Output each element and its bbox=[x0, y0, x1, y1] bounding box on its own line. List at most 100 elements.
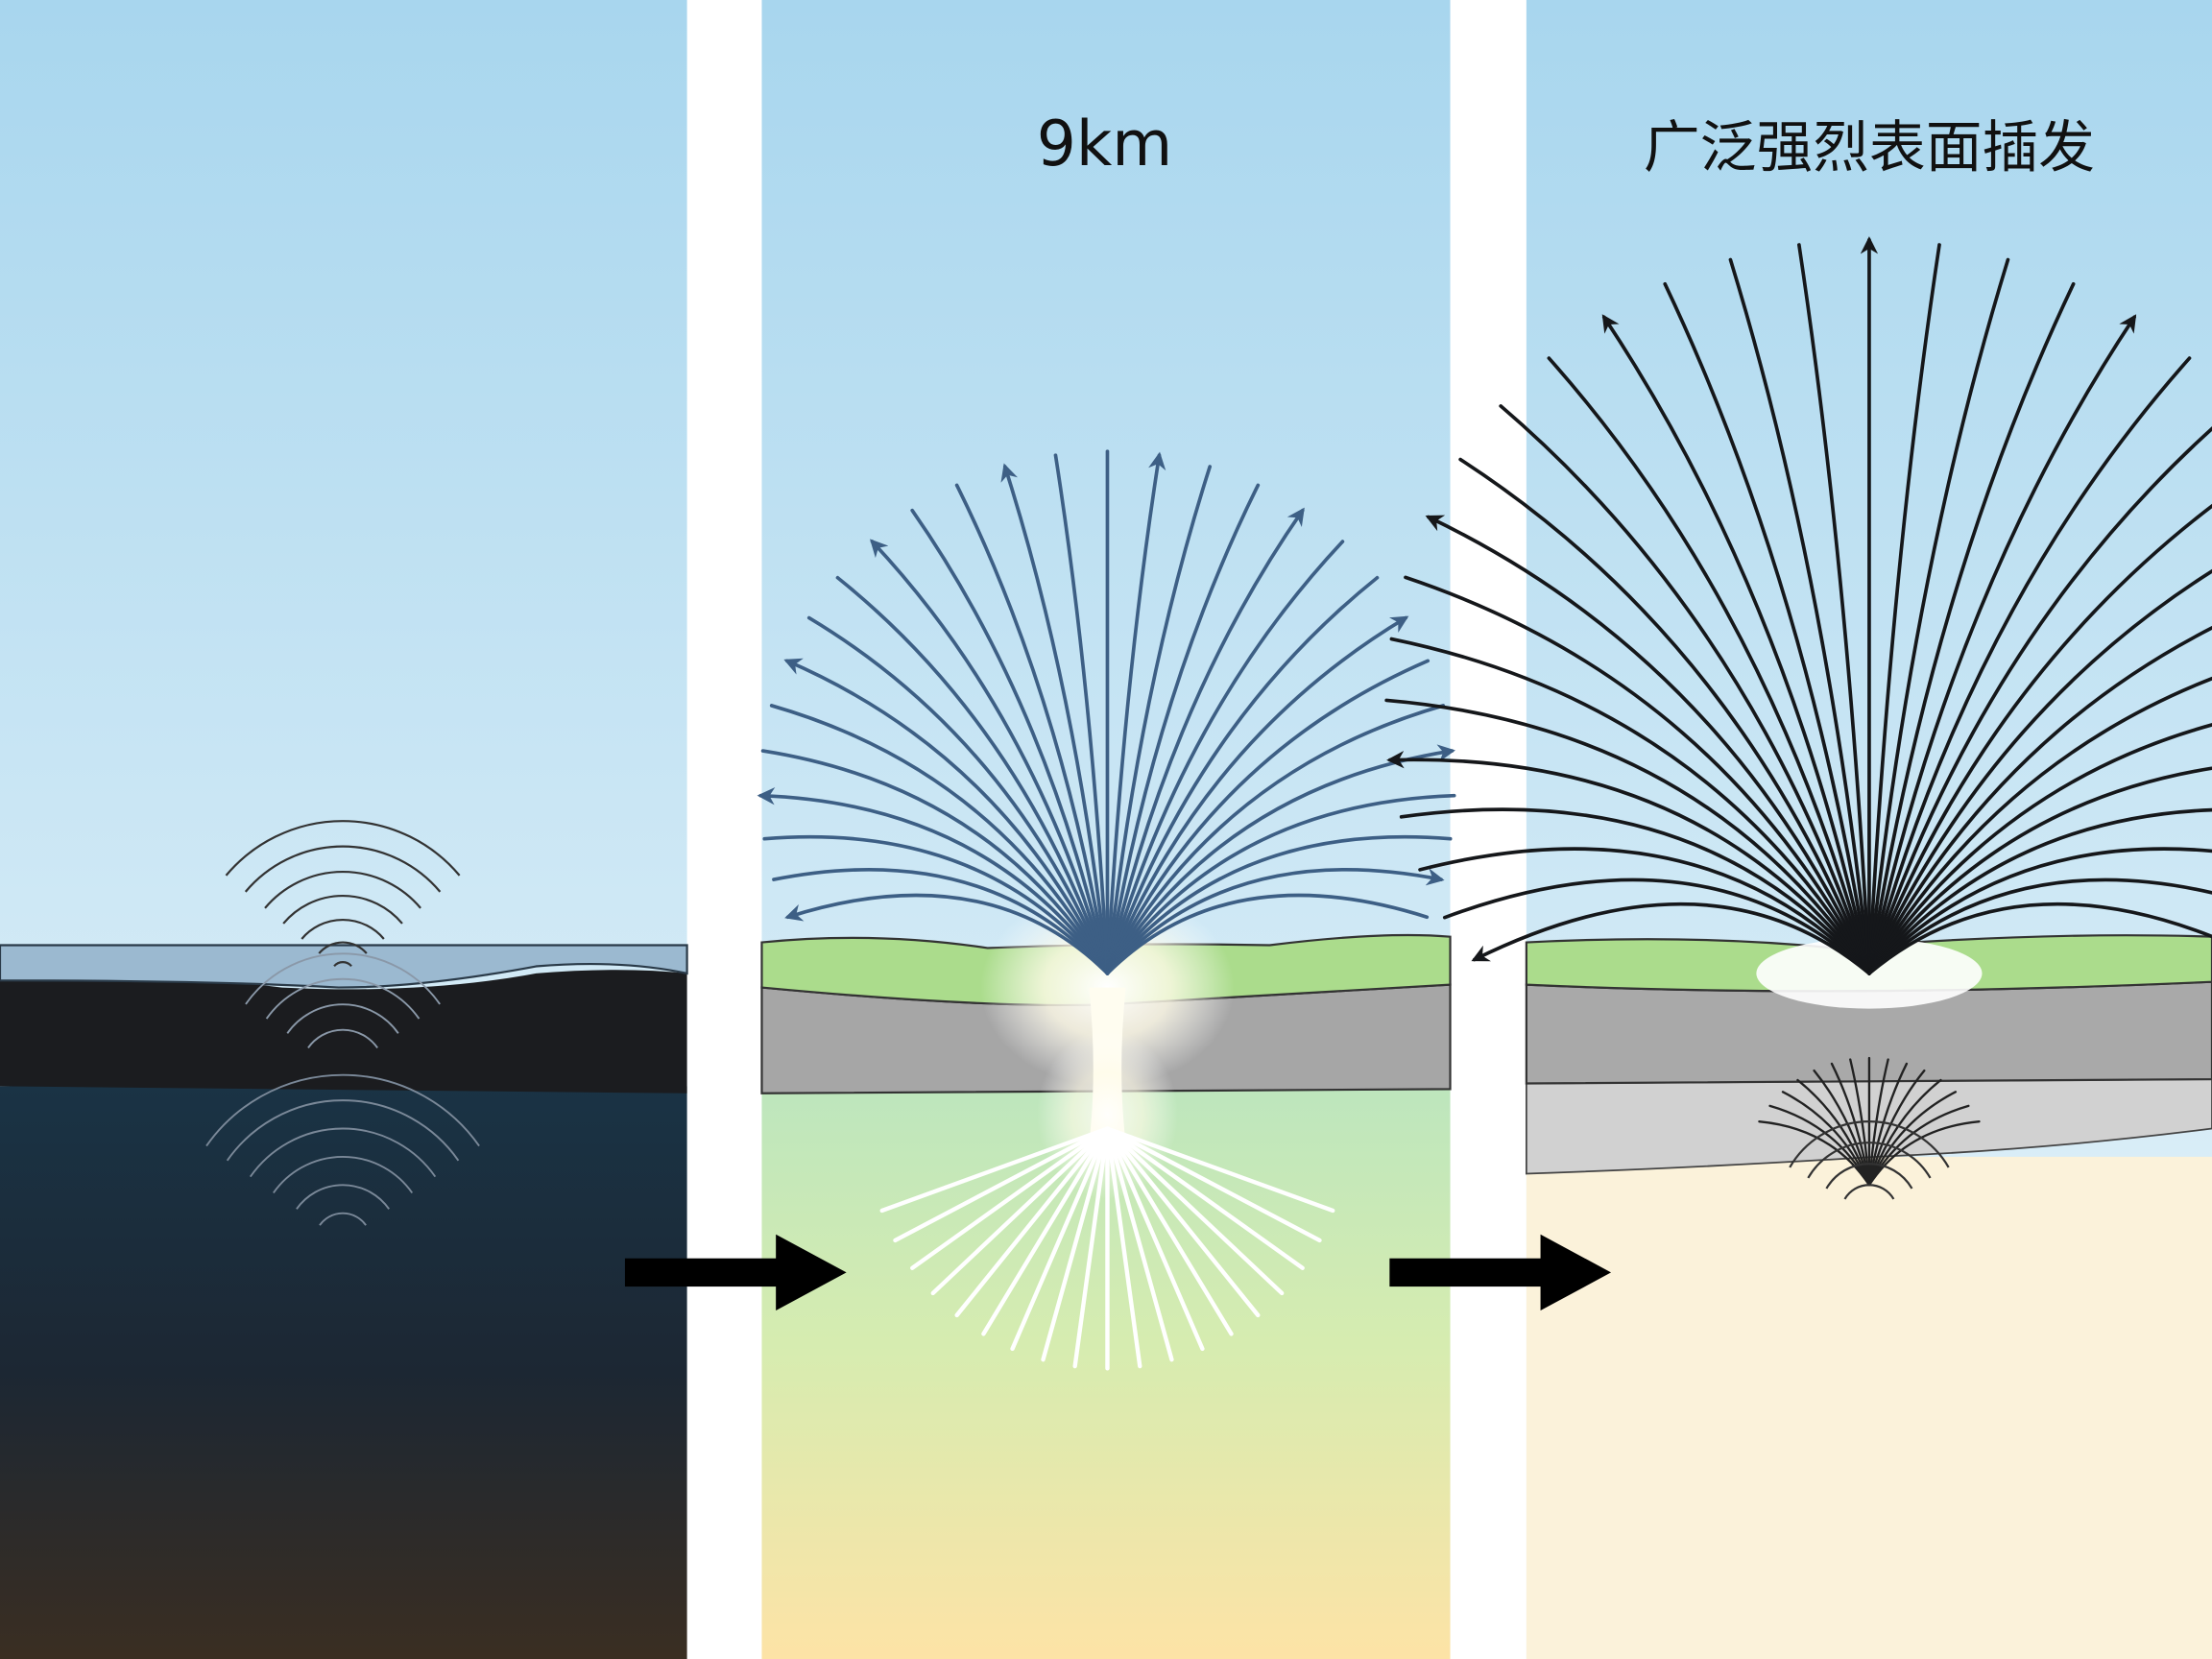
ray bbox=[1867, 676, 2212, 975]
ray bbox=[806, 615, 1110, 975]
ray bbox=[1547, 356, 1871, 975]
ray bbox=[1758, 1119, 1871, 1187]
ray bbox=[1663, 281, 1871, 975]
label-9km: 9km bbox=[1037, 108, 1173, 180]
label-surface-eruption: 广泛强烈表面插发 bbox=[1644, 113, 2095, 180]
ray bbox=[1867, 281, 2076, 975]
ray bbox=[1867, 766, 2212, 975]
ray bbox=[1867, 902, 2212, 975]
ray bbox=[1797, 243, 1871, 975]
ray bbox=[1105, 1126, 1205, 1352]
wave-arc bbox=[245, 952, 441, 1005]
ray bbox=[1404, 575, 1871, 975]
wave-arc bbox=[1789, 1120, 1950, 1168]
wave-arc bbox=[307, 1028, 378, 1048]
ray bbox=[1867, 1069, 1926, 1187]
ray bbox=[1053, 453, 1110, 975]
wave-arc bbox=[1825, 1163, 1913, 1190]
ray bbox=[1867, 503, 2212, 975]
cream-layer bbox=[1526, 1156, 2212, 1659]
ray bbox=[1849, 1058, 1871, 1187]
ray bbox=[835, 575, 1110, 975]
wave-arc bbox=[273, 1155, 414, 1194]
ray bbox=[1105, 451, 1166, 975]
wave-arc bbox=[1843, 1184, 1895, 1200]
arrow-right-icon bbox=[1389, 1234, 1612, 1311]
wave-arc bbox=[1807, 1142, 1932, 1179]
ray bbox=[1867, 626, 2212, 975]
ray bbox=[1105, 893, 1430, 975]
black-layer bbox=[0, 970, 687, 1094]
arrow-right-icon bbox=[624, 1234, 847, 1311]
ray bbox=[1728, 257, 1871, 975]
ray bbox=[1867, 314, 2137, 975]
ray bbox=[954, 483, 1110, 975]
wave-arc bbox=[318, 941, 368, 954]
ray bbox=[1105, 1126, 1285, 1296]
ray bbox=[1105, 507, 1305, 975]
ray bbox=[1830, 1062, 1871, 1187]
ray bbox=[762, 834, 1110, 975]
ray bbox=[1867, 356, 2192, 975]
ray bbox=[1105, 868, 1445, 975]
ray bbox=[1867, 1058, 1889, 1187]
wave-arc bbox=[244, 845, 442, 893]
wave-arc bbox=[296, 1184, 390, 1210]
ray bbox=[1072, 1126, 1110, 1369]
ray bbox=[1867, 723, 2212, 975]
ray bbox=[1384, 698, 1871, 975]
surface-water-layer bbox=[0, 944, 688, 989]
ray bbox=[1105, 659, 1431, 975]
ray bbox=[910, 1126, 1110, 1270]
wave-arc bbox=[205, 1073, 480, 1147]
ray bbox=[1105, 834, 1453, 975]
ray bbox=[1418, 847, 1871, 975]
panel-stage-1 bbox=[0, 0, 688, 1659]
ray bbox=[760, 749, 1110, 975]
black-ray-fan bbox=[1384, 236, 2212, 975]
deep-layer bbox=[0, 1086, 687, 1659]
ray bbox=[1867, 426, 2212, 975]
wave-arc bbox=[225, 820, 461, 877]
ray bbox=[1867, 878, 2212, 975]
ray bbox=[1010, 1126, 1110, 1352]
ray bbox=[1867, 257, 2010, 975]
ray bbox=[1867, 1062, 1909, 1187]
wave-arc bbox=[286, 1003, 399, 1034]
ray bbox=[1041, 1126, 1110, 1362]
ray bbox=[783, 658, 1110, 975]
ray bbox=[1601, 314, 1871, 975]
ray bbox=[1389, 637, 1871, 975]
blue-ray-fan bbox=[757, 449, 1456, 975]
wave-arc bbox=[319, 1212, 367, 1226]
ray bbox=[1105, 1126, 1261, 1318]
ray bbox=[784, 893, 1110, 975]
wave-arc bbox=[265, 977, 421, 1020]
ray bbox=[1105, 615, 1409, 975]
ray bbox=[757, 787, 1110, 975]
ray bbox=[1105, 1126, 1142, 1369]
ray bbox=[1813, 1069, 1871, 1187]
ray bbox=[954, 1126, 1110, 1318]
ray bbox=[1471, 902, 1871, 975]
wave-arc bbox=[264, 870, 421, 909]
ray bbox=[1105, 483, 1261, 975]
ray bbox=[1000, 463, 1110, 975]
ray bbox=[1867, 1104, 1970, 1187]
ray bbox=[1105, 575, 1380, 975]
ray bbox=[1781, 1091, 1871, 1187]
ray bbox=[1442, 878, 1871, 975]
panel-stage-3: 广泛强烈表面插发 bbox=[1384, 0, 2212, 1659]
ray bbox=[879, 1126, 1110, 1214]
ray bbox=[870, 539, 1110, 975]
panel-stage-2: 9km bbox=[757, 0, 1456, 1659]
ray bbox=[1458, 457, 1871, 975]
ray bbox=[1105, 1126, 1335, 1214]
ray bbox=[1867, 243, 1941, 975]
ray bbox=[910, 508, 1110, 975]
ray bbox=[981, 1126, 1110, 1336]
ray bbox=[1867, 807, 2212, 975]
ray bbox=[1105, 704, 1446, 975]
ray bbox=[930, 1126, 1110, 1296]
